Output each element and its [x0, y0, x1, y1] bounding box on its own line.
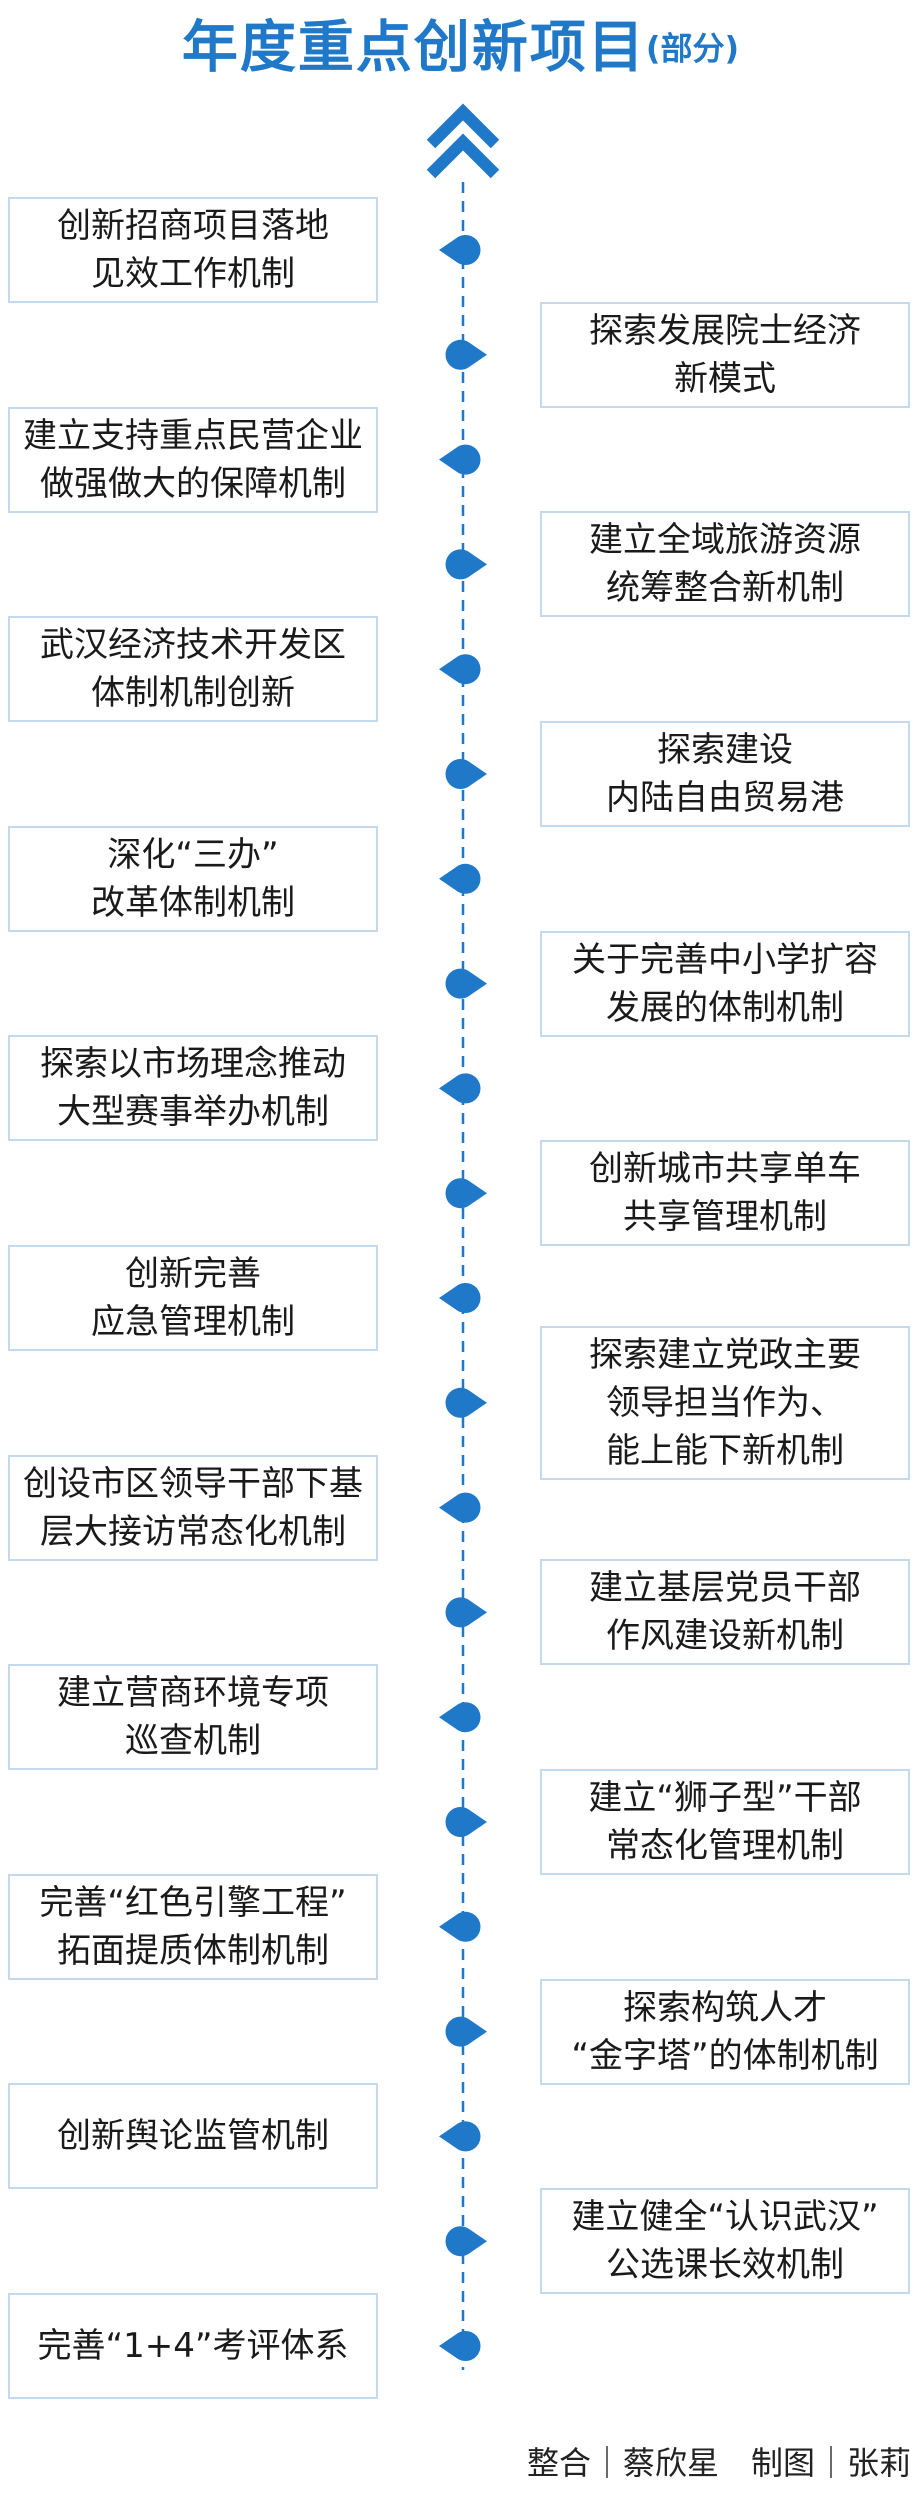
- project-box: 探索构筑人才 “金字塔”的体制机制: [540, 1978, 910, 2085]
- project-box: 建立“狮子型”干部 常态化管理机制: [540, 1769, 910, 1875]
- project-box: 创新舆论监管机制: [8, 2083, 378, 2190]
- timeline-marker: [445, 549, 487, 580]
- timeline-marker: [439, 1283, 481, 1314]
- timeline-marker: [439, 444, 481, 475]
- project-box: 探索建设 内陆自由贸易港: [540, 721, 910, 827]
- credit-line: 整合｜蔡欣星 制图｜张莉: [526, 2444, 911, 2482]
- timeline-marker: [445, 1178, 487, 1209]
- project-box: 完善“红色引擎工程” 拓面提质体制机制: [8, 1873, 378, 1980]
- project-box: 建立支持重点民营企业 做强做大的保障机制: [8, 406, 378, 513]
- timeline-marker: [445, 2226, 487, 2257]
- timeline-marker: [445, 968, 487, 999]
- project-box: 建立全域旅游资源 统筹整合新机制: [540, 511, 910, 618]
- timeline-marker: [445, 339, 487, 370]
- project-box: 创新城市共享单车 共享管理机制: [540, 1140, 910, 1247]
- timeline-marker: [439, 1702, 481, 1733]
- project-box: 关于完善中小学扩容 发展的体制机制: [540, 930, 910, 1037]
- project-box: 建立营商环境专项 巡查机制: [8, 1664, 378, 1771]
- timeline-marker: [445, 1597, 487, 1628]
- timeline-marker: [439, 1073, 481, 1104]
- project-box: 深化“三办” 改革体制机制: [8, 825, 378, 932]
- timeline-marker: [439, 2331, 481, 2361]
- timeline-marker: [439, 1492, 481, 1523]
- project-box: 创设市区领导干部下基 层大接访常态化机制: [8, 1454, 378, 1561]
- timeline-marker: [445, 2016, 487, 2047]
- timeline-marker: [439, 654, 481, 685]
- project-box: 完善“1+4”考评体系: [8, 2293, 378, 2399]
- project-box: 建立健全“认识武汉” 公选课长效机制: [540, 2188, 910, 2295]
- page-title: 年度重点创新项目(部分): [0, 8, 921, 88]
- project-box: 探索以市场理念推动 大型赛事举办机制: [8, 1035, 378, 1142]
- timeline-marker: [439, 863, 481, 894]
- project-box: 创新完善 应急管理机制: [8, 1245, 378, 1351]
- project-box: 创新招商项目落地 见效工作机制: [8, 197, 378, 303]
- timeline-marker: [439, 1911, 481, 1942]
- timeline-marker: [439, 2121, 481, 2152]
- project-box: 探索建立党政主要 领导担当作为、 能上能下新机制: [540, 1325, 910, 1480]
- project-box: 探索发展院士经济 新模式: [540, 301, 910, 408]
- title-subtitle: (部分): [645, 29, 740, 68]
- timeline-marker: [445, 1807, 487, 1837]
- timeline-marker: [445, 1387, 487, 1418]
- project-box: 建立基层党员干部 作风建设新机制: [540, 1559, 910, 1666]
- project-box: 武汉经济技术开发区 体制机制创新: [8, 616, 378, 723]
- timeline-marker: [439, 235, 481, 265]
- title-main: 年度重点创新项目: [181, 15, 646, 81]
- timeline-marker: [445, 759, 487, 789]
- double-chevron-up-icon: [426, 103, 500, 179]
